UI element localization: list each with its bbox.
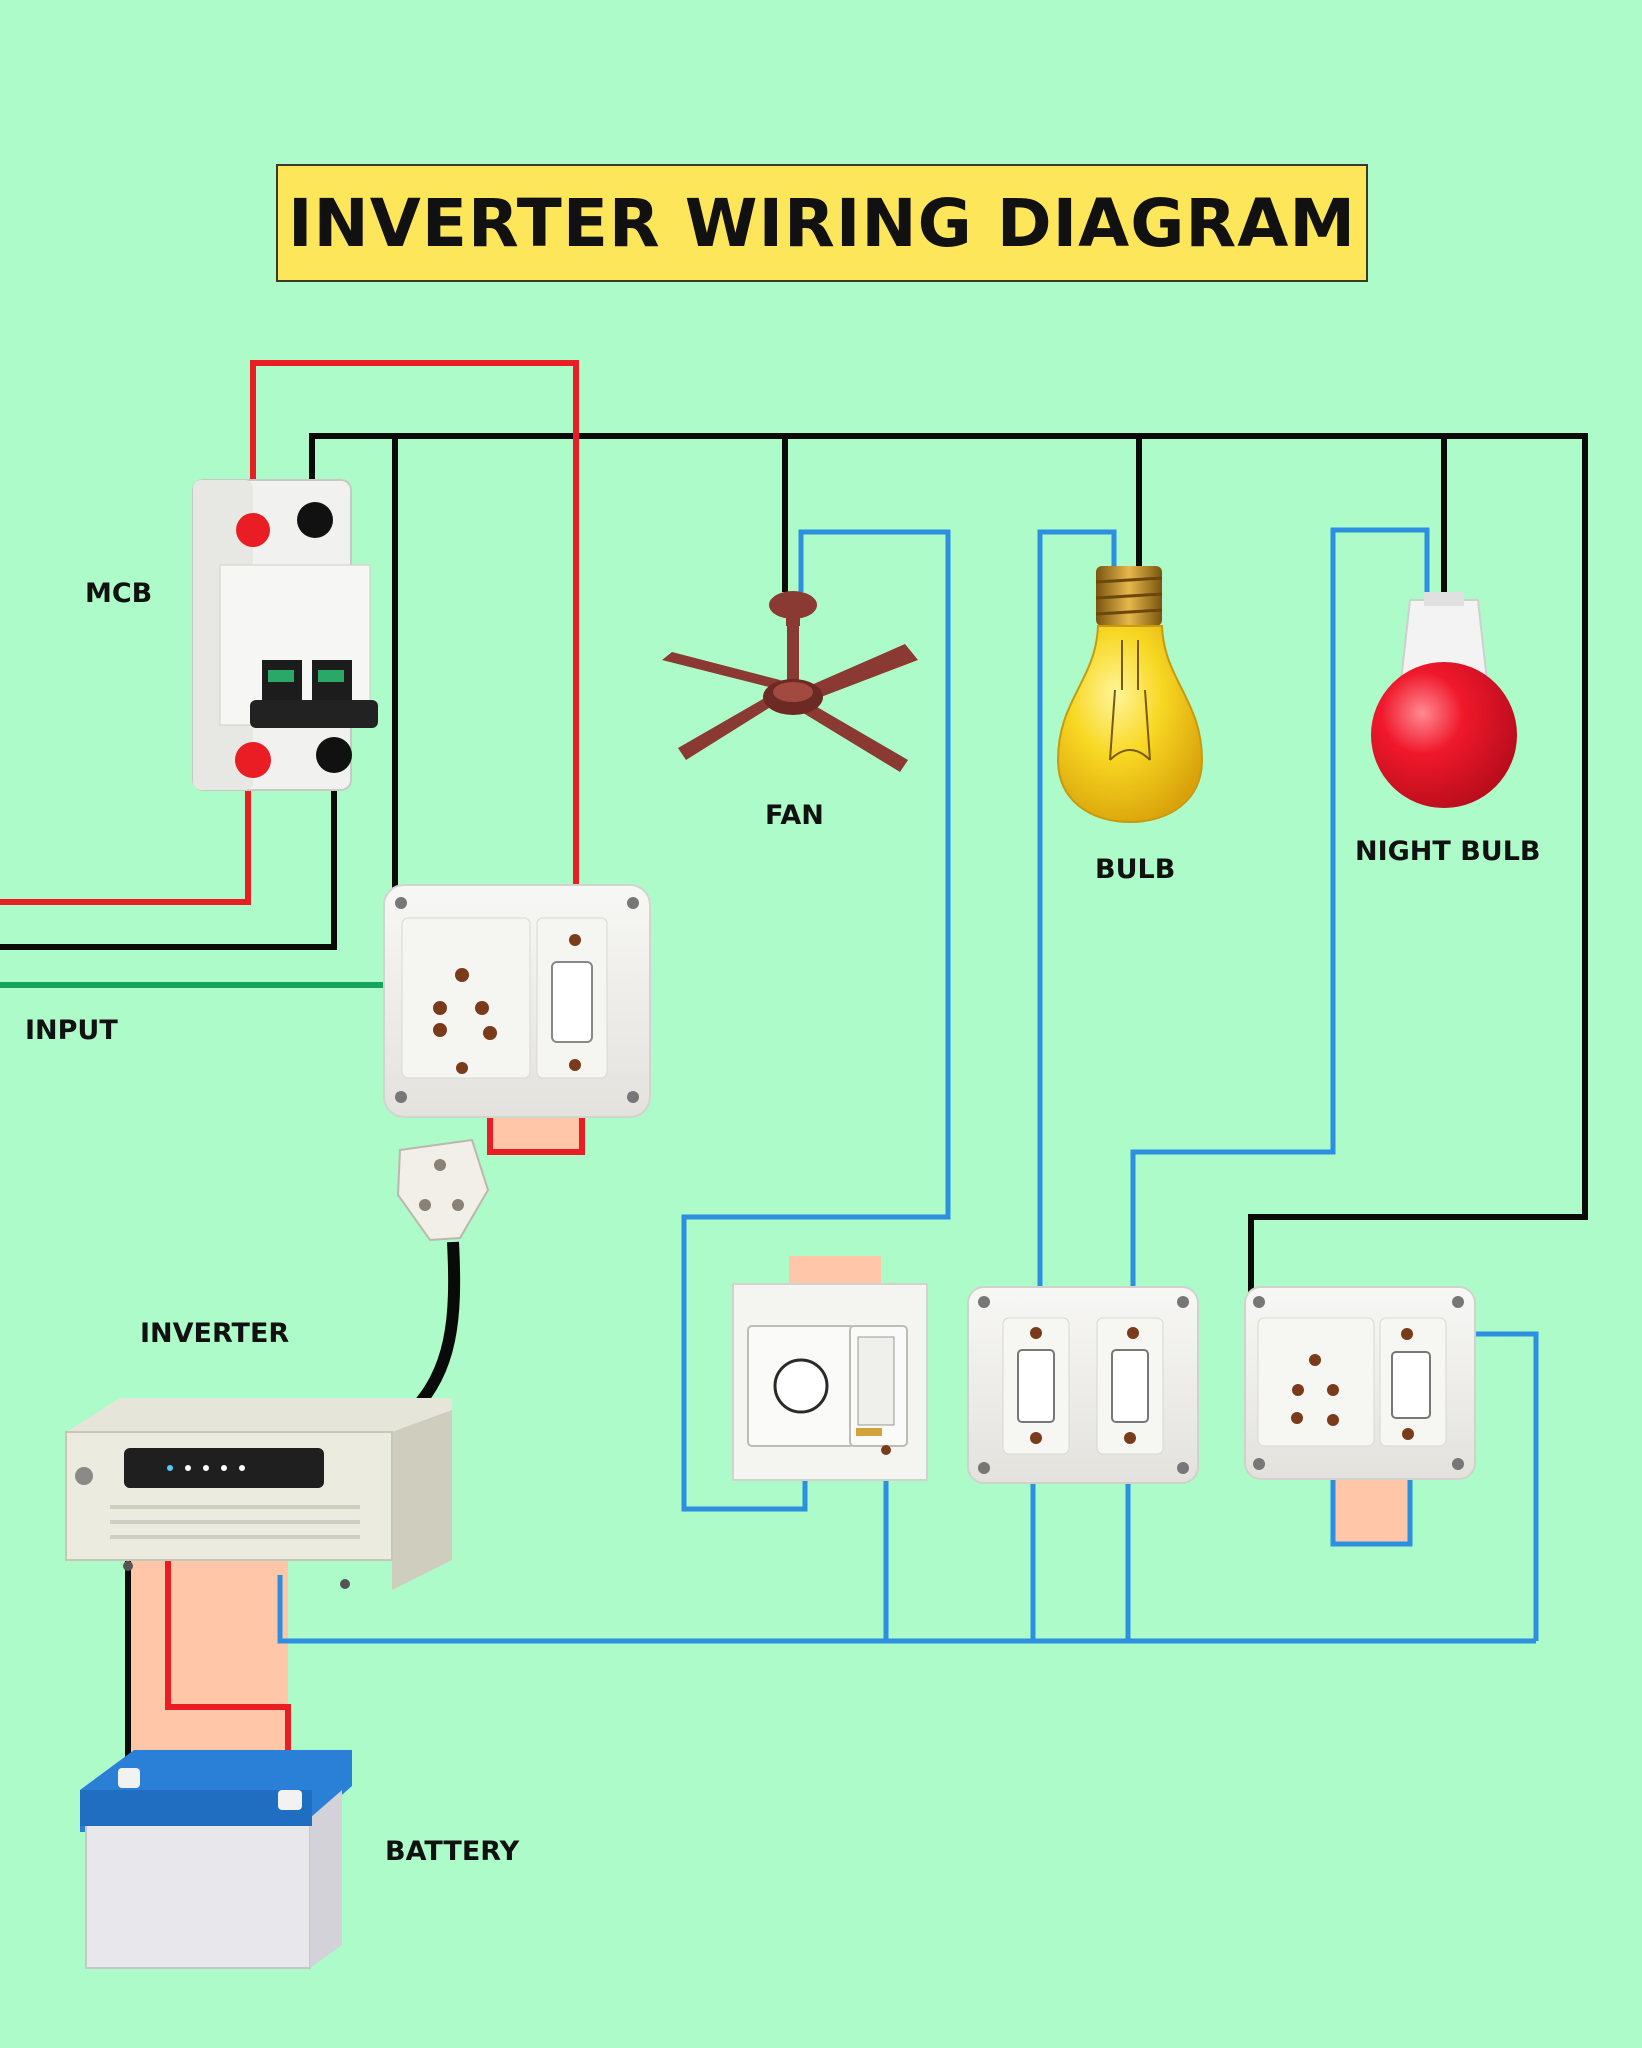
input-neutral-wire [0,758,337,950]
title-banner: INVERTER WIRING DIAGRAM [276,164,1368,282]
night-output-wire [1130,527,1430,1333]
label-battery: BATTERY [385,1836,520,1867]
output-wires [277,527,1539,1644]
mcb-icon [192,479,378,791]
diagram-title: INVERTER WIRING DIAGRAM [287,184,1356,262]
fan-regulator-board [732,1283,928,1481]
ceiling-fan-icon [662,591,918,772]
label-fan: FAN [765,800,824,831]
label-mcb: MCB [85,578,153,609]
inverter-cable [407,1241,461,1417]
night-bulb-icon [1371,592,1517,808]
battery-icon [80,1750,352,1969]
input-live-wire [0,760,251,905]
bulb-output-wire [1037,529,1117,1333]
night-socket-board [1244,1286,1476,1480]
label-inverter: INVERTER [140,1318,290,1349]
inverter-icon [65,1398,452,1590]
label-bulb: BULB [1095,854,1176,885]
label-night-bulb: NIGHT BULB [1355,836,1541,867]
night-socket-wire [1330,1425,1413,1547]
fan-output-wire [681,529,951,1512]
bulb-icon [1056,566,1204,824]
label-input: INPUT [25,1015,118,1046]
link-wire-fan-regulator [789,1256,881,1288]
socket-switch-board [383,884,651,1118]
plug-icon [396,1138,490,1242]
double-switch-board [967,1286,1199,1484]
mcb-to-switch-live [250,360,579,940]
common-return-wire [277,1575,1536,1644]
